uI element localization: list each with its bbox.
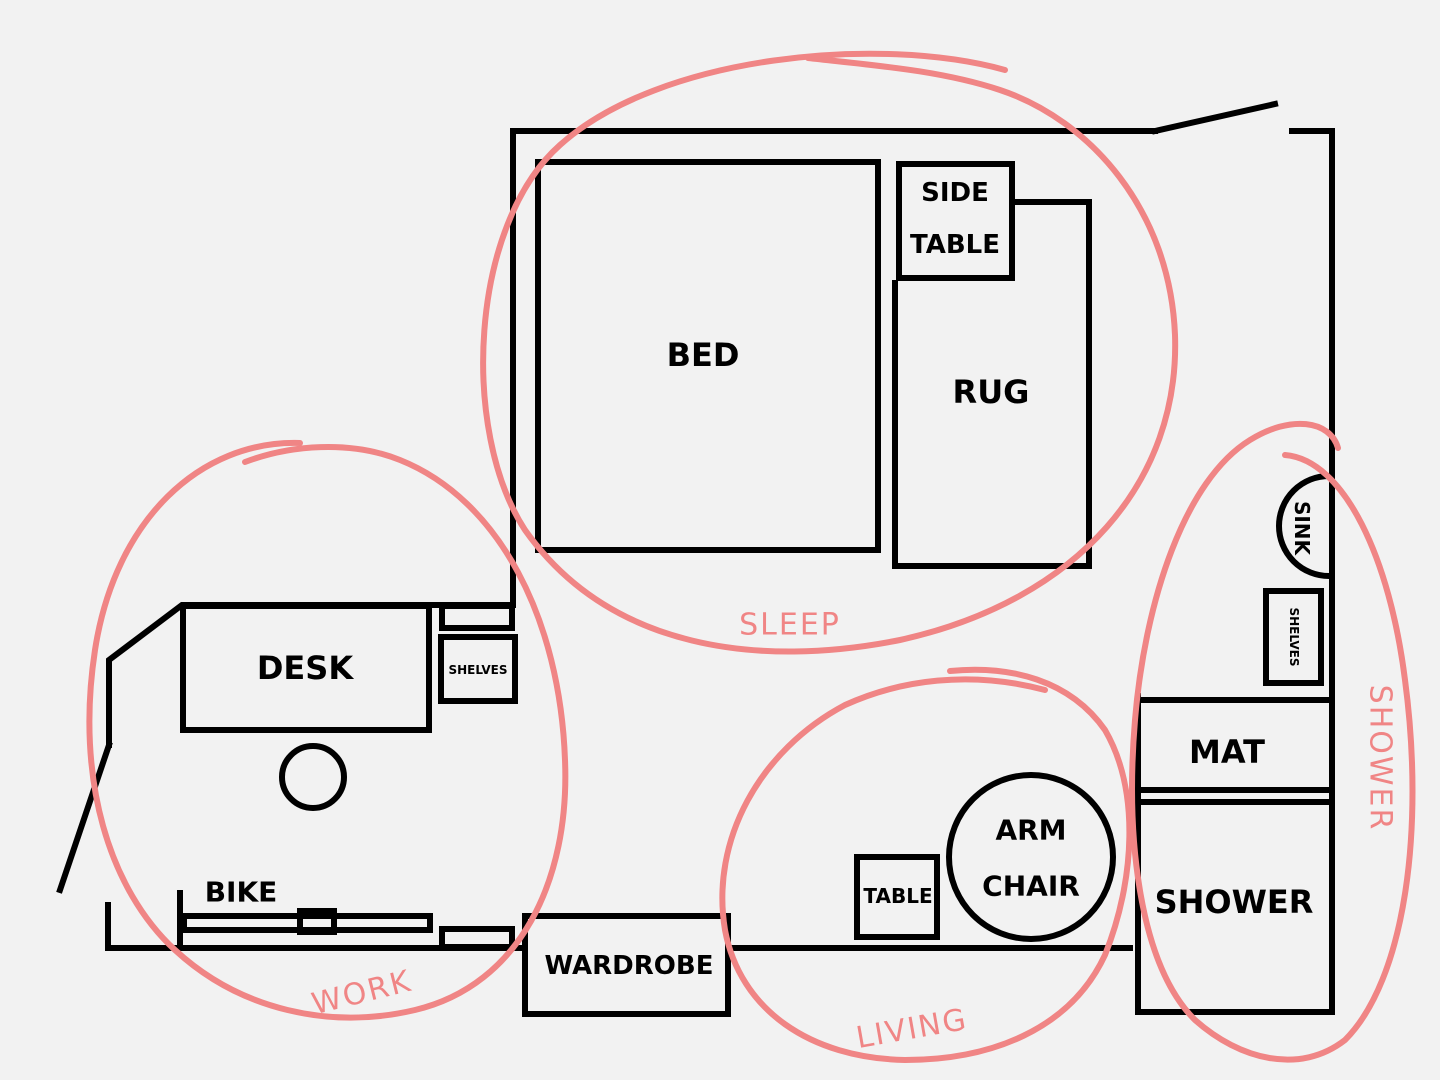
office-bottom-wall — [105, 902, 528, 951]
desk-shelves: SHELVES — [438, 634, 518, 704]
bath-mat: MAT — [1135, 697, 1332, 793]
front-door — [1151, 100, 1279, 135]
shower-label: SHOWER — [1155, 883, 1314, 921]
arm-chair: ARM CHAIR — [946, 772, 1116, 942]
desk-chair — [279, 743, 347, 811]
side-table-label-line2: TABLE — [910, 230, 1000, 260]
desk: DESK — [180, 603, 432, 733]
sink: SINK — [1276, 473, 1330, 579]
arm-chair-label-line2: CHAIR — [982, 870, 1080, 903]
zone-living: LIVING — [719, 666, 1133, 1064]
main-wall-right — [1289, 128, 1335, 1015]
wardrobe-label: WARDROBE — [545, 951, 714, 981]
coffee-table: TABLE — [854, 854, 940, 940]
mat-label: MAT — [1189, 733, 1265, 771]
main-wall-top-left — [510, 128, 1158, 603]
rug-label: RUG — [953, 373, 1030, 411]
desk-shelves-label: SHELVES — [448, 663, 507, 677]
desk-label: DESK — [257, 649, 354, 687]
bed: BED — [535, 159, 881, 553]
zone-shower-label: SHOWER — [1363, 685, 1398, 832]
wall-shelf-top — [439, 603, 515, 631]
office-door — [56, 741, 113, 894]
bike: BIKE — [177, 876, 433, 945]
bath-shelves-label: SHELVES — [1287, 607, 1301, 666]
wardrobe: WARDROBE — [522, 913, 731, 1017]
coffee-table-label: TABLE — [863, 884, 932, 908]
sink-label: SINK — [1290, 501, 1314, 557]
side-table-label-line1: SIDE — [921, 178, 989, 208]
zone-shower: SHOWER — [1129, 420, 1416, 1063]
zone-living-label: LIVING — [854, 1002, 971, 1056]
rug: RUG — [892, 199, 1092, 569]
zone-sleep: SLEEP — [480, 50, 1179, 655]
side-table: SIDE TABLE — [896, 161, 1015, 281]
bath-shelves: SHELVES — [1263, 588, 1324, 686]
bed-label: BED — [667, 336, 740, 374]
zone-sleep-label: SLEEP — [739, 608, 841, 643]
shower: SHOWER — [1138, 799, 1332, 921]
arm-chair-label-line1: ARM — [995, 814, 1066, 847]
bike-label: BIKE — [205, 876, 278, 909]
wall-shelf-bottom — [439, 926, 515, 950]
